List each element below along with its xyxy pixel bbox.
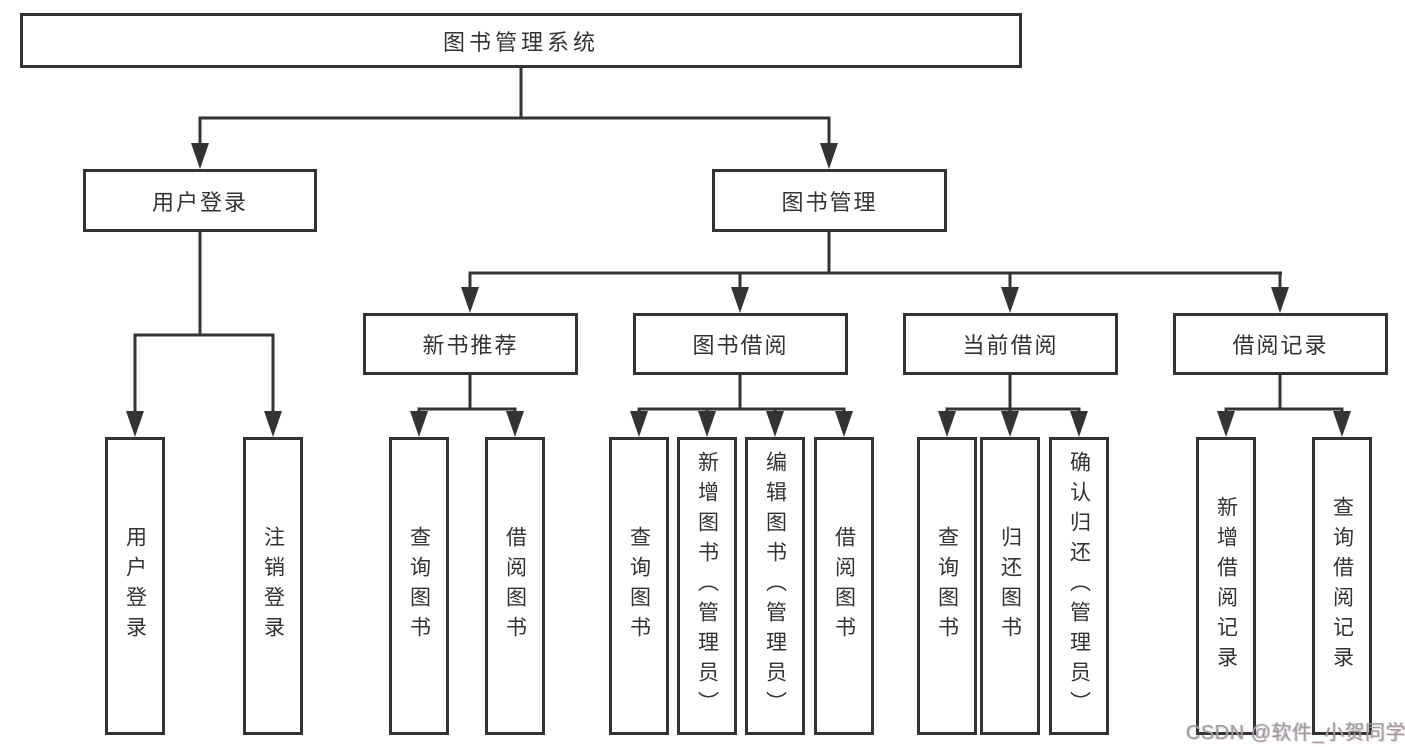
node-label: 图书管理 (781, 189, 878, 215)
node-current-borrowing: 当前借阅 (903, 313, 1118, 375)
node-label: 编辑图书（管理员） (763, 451, 787, 721)
node-user-login: 用户登录 (83, 169, 317, 232)
node-borrowing-records: 借阅记录 (1173, 313, 1388, 375)
node-label: 新增借阅记录 (1214, 496, 1238, 676)
node-label: 图书借阅 (692, 333, 789, 358)
node-label: 当前借阅 (962, 333, 1059, 358)
node-label: 借阅图书 (832, 526, 856, 646)
node-label: 借阅记录 (1232, 333, 1329, 358)
node-label: 新增图书（管理员） (695, 451, 719, 721)
leaf-borrow-books: 借阅图书 (814, 437, 874, 735)
node-label: 确认归还（管理员） (1067, 451, 1091, 721)
node-label: 用户登录 (151, 189, 248, 215)
node-library-management-system: 图书管理系统 (20, 13, 1022, 68)
node-label: 图书管理系统 (442, 29, 599, 55)
leaf-borrow-books-recommend: 借阅图书 (485, 437, 545, 735)
node-new-book-recommendation: 新书推荐 (363, 313, 578, 375)
node-label: 查询图书 (935, 526, 959, 646)
node-label: 新书推荐 (422, 333, 519, 358)
node-label: 查询图书 (407, 526, 431, 646)
node-label: 注销登录 (261, 526, 285, 646)
node-label: 归还图书 (998, 526, 1022, 646)
node-book-borrowing: 图书借阅 (633, 313, 848, 375)
node-label: 查询图书 (627, 526, 651, 646)
leaf-confirm-return-admin: 确认归还（管理员） (1049, 437, 1109, 735)
node-label: 用户登录 (123, 526, 147, 646)
leaf-query-books-current: 查询图书 (917, 437, 977, 735)
leaf-query-books-recommend: 查询图书 (389, 437, 449, 735)
leaf-edit-book-admin: 编辑图书（管理员） (745, 437, 805, 735)
leaf-logout: 注销登录 (243, 437, 303, 735)
node-book-management: 图书管理 (712, 169, 947, 232)
leaf-query-books-borrowing: 查询图书 (609, 437, 669, 735)
leaf-user-login: 用户登录 (105, 437, 165, 735)
leaf-add-book-admin: 新增图书（管理员） (677, 437, 737, 735)
node-label: 借阅图书 (503, 526, 527, 646)
leaf-return-books: 归还图书 (980, 437, 1040, 735)
leaf-add-borrow-record: 新增借阅记录 (1196, 437, 1256, 735)
node-label: 查询借阅记录 (1330, 496, 1354, 676)
csdn-watermark: CSDN @软件_小贺同学 (1186, 722, 1405, 744)
leaf-query-borrow-record: 查询借阅记录 (1312, 437, 1372, 735)
